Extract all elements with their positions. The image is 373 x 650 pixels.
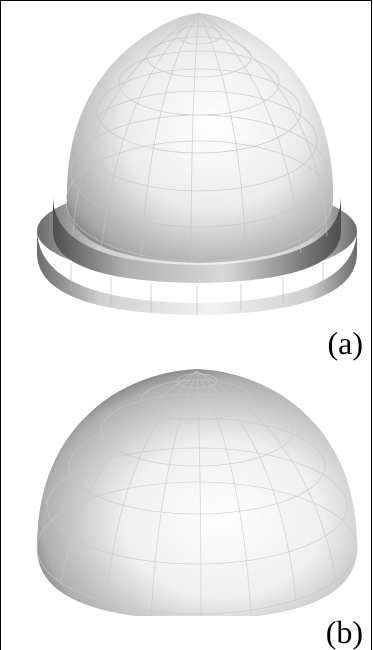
dome-body <box>66 13 334 263</box>
bullet-dome-shape <box>37 12 357 315</box>
panel-label-b: (b) <box>325 614 363 650</box>
base-ring-inner <box>53 196 341 283</box>
panel-label-a: (a) <box>327 325 363 361</box>
hemisphere-body <box>37 369 357 616</box>
hemisphere-shape <box>36 369 358 616</box>
